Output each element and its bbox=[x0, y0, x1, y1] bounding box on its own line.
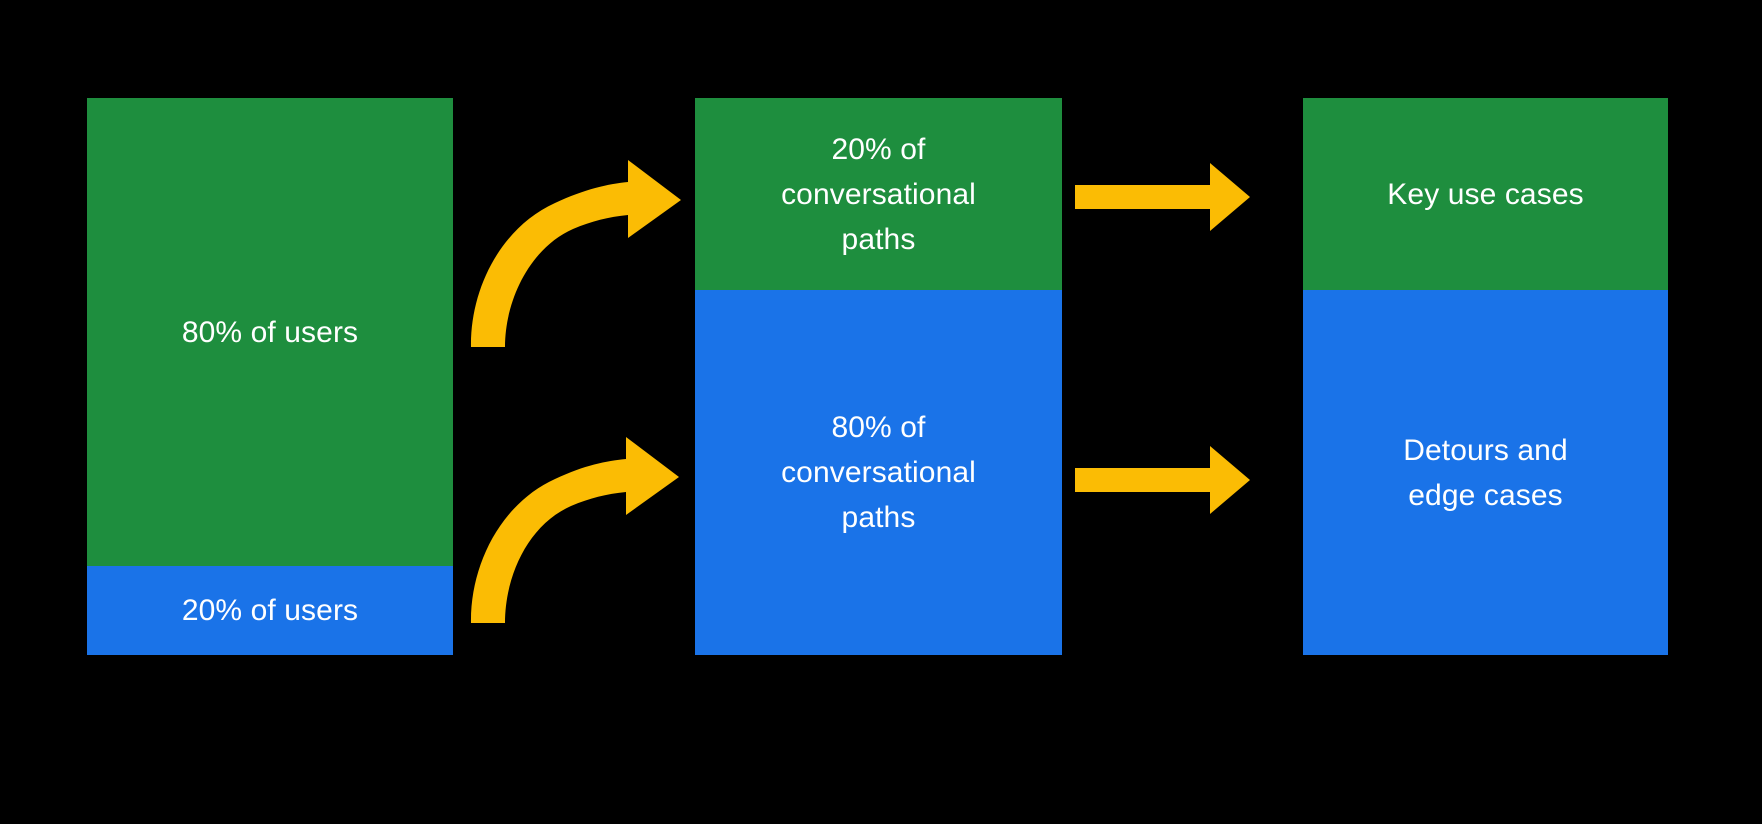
segment-paths-minority[interactable]: 20% of conversational paths bbox=[695, 98, 1062, 290]
arrow-users-minority-to-paths-majority-icon bbox=[470, 437, 679, 623]
segment-users-minority[interactable]: 20% of users bbox=[87, 566, 453, 655]
arrow-paths-minority-to-key-use-cases-icon bbox=[1075, 163, 1250, 231]
segment-detours-edge-cases[interactable]: Detours and edge cases bbox=[1303, 290, 1668, 655]
segment-users-minority-label: 20% of users bbox=[181, 594, 359, 627]
segment-paths-majority[interactable]: 80% of conversational paths bbox=[695, 290, 1062, 655]
segment-key-use-cases-label: Key use cases bbox=[1387, 177, 1584, 211]
segment-detours-edge-cases-label: Detours and edge cases bbox=[1403, 433, 1568, 512]
column-users: 80% of users 20% of users bbox=[87, 98, 453, 655]
segment-paths-majority-label: 80% of conversational paths bbox=[781, 411, 976, 534]
segment-paths-minority-label: 20% of conversational paths bbox=[781, 132, 976, 256]
arrow-users-majority-to-paths-minority-icon bbox=[470, 160, 681, 347]
segment-users-majority-label: 80% of users bbox=[181, 315, 359, 349]
column-outcomes: Key use cases Detours and edge cases bbox=[1303, 98, 1668, 655]
arrow-paths-majority-to-detours-icon bbox=[1075, 446, 1250, 514]
segment-key-use-cases[interactable]: Key use cases bbox=[1303, 98, 1668, 290]
column-conversational-paths: 20% of conversational paths 80% of conve… bbox=[695, 98, 1062, 655]
segment-users-majority[interactable]: 80% of users bbox=[87, 98, 453, 566]
